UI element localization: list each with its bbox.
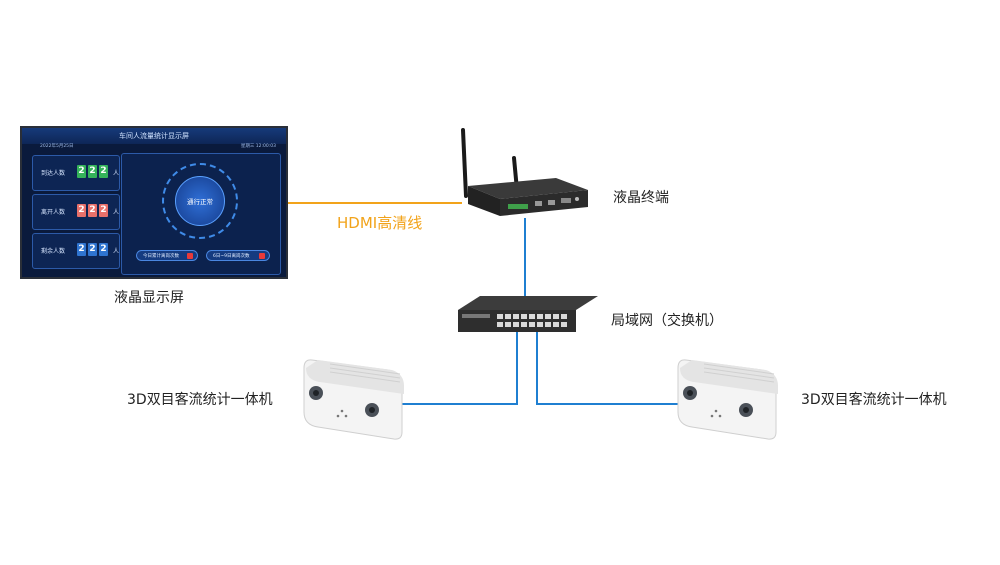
period-leave-pill-label: 6日~9日离岗次数 [213,254,250,259]
today-leave-pill-label: 今日累计离岗次数 [143,254,179,259]
remaining-count-label: 剩余人数 [41,248,66,255]
leave-count-label: 离开人数 [41,209,66,216]
terminal-label: 液晶终端 [613,190,669,206]
camera-right-label: 3D双目客流统计一体机 [801,392,947,408]
status-area: 通行正常 今日累计离岗次数 6日~9日离岗次数 [121,153,281,275]
display-label: 液晶显示屏 [114,290,184,306]
leave-digit: 2 [77,204,86,217]
camera-right-device [677,359,778,440]
remaining-digit: 2 [77,243,86,256]
switch-label: 局域网（交换机） [611,313,723,329]
arrive-digit: 2 [88,165,97,178]
status-ring-outer [162,163,238,239]
leave-count-panel: 离开人数 2 2 2 人 [32,194,120,230]
leave-digit: 2 [88,204,97,217]
camera-left-device [303,359,404,440]
period-leave-pill: 6日~9日离岗次数 [206,250,270,261]
remaining-digit: 2 [88,243,97,256]
remaining-count-panel: 剩余人数 2 2 2 人 [32,233,120,269]
leave-digit: 2 [99,204,108,217]
today-leave-badge [187,253,193,259]
screen-title-bar [22,128,286,144]
camera-left-label: 3D双目客流统计一体机 [127,392,273,408]
arrive-count-panel: 到达人数 2 2 2 人 [32,155,120,191]
period-leave-badge [259,253,265,259]
today-leave-pill: 今日累计离岗次数 [136,250,198,261]
switch-to-left-camera-line [402,332,518,405]
arrive-count-unit: 人 [113,170,120,177]
screen-title: 车间人流量统计显示屏 [119,132,189,140]
status-ring-inner [175,176,225,226]
leave-count-unit: 人 [113,209,120,216]
screen-date: 2022年5月25日 [40,144,74,149]
lcd-terminal-device [461,128,588,216]
screen-time: 星期三 12:00:03 [240,144,276,149]
hdmi-label: HDMI高清线 [337,214,423,232]
network-switch [458,296,598,332]
status-text: 通行正常 [187,198,213,206]
switch-to-right-camera-line [536,332,684,405]
arrive-digit: 2 [99,165,108,178]
lcd-display-screen: 车间人流量统计显示屏 2022年5月25日 星期三 12:00:03 到达人数 … [20,126,288,279]
remaining-count-unit: 人 [113,248,120,255]
remaining-digit: 2 [99,243,108,256]
arrive-count-label: 到达人数 [41,170,66,177]
arrive-digit: 2 [77,165,86,178]
